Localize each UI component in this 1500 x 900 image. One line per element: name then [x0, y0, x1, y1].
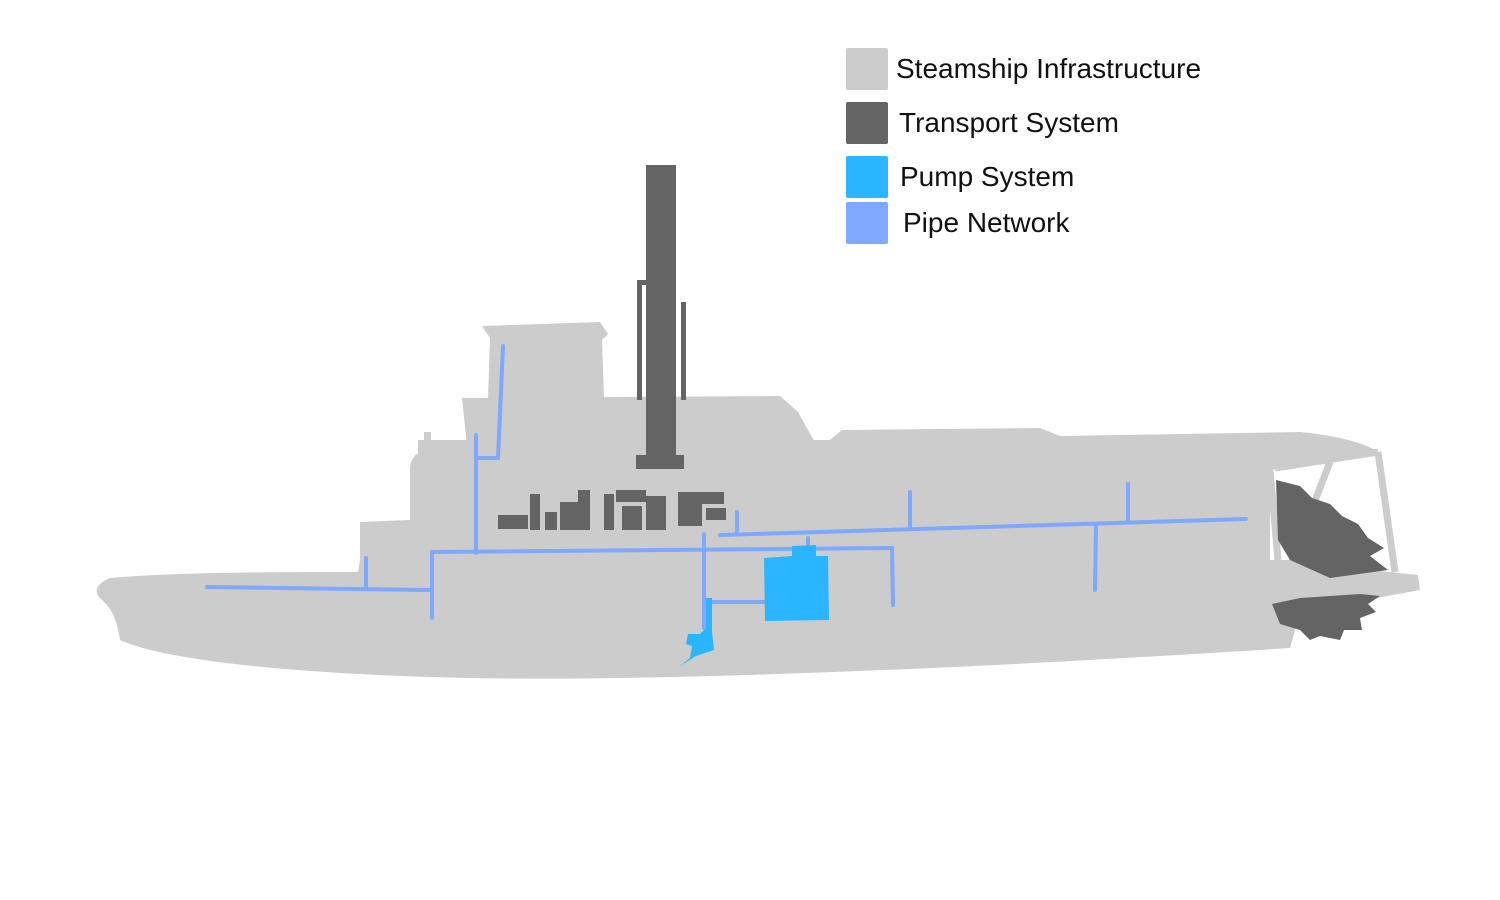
- stack-pipe-left: [637, 280, 642, 400]
- legend-label: Pump System: [900, 161, 1075, 192]
- pilot-house: [482, 322, 608, 398]
- paddle-wheel-upper: [1276, 480, 1388, 578]
- stack-pipe-right: [681, 302, 686, 400]
- paddle-wheel-lower: [1272, 594, 1380, 640]
- steamship-infrastructure: [96, 322, 1420, 679]
- legend-label: Pipe Network: [903, 207, 1070, 238]
- hull: [96, 560, 1420, 679]
- legend-swatch-pipe: [846, 202, 888, 244]
- pump-tank: [764, 545, 829, 621]
- machinery: [498, 490, 726, 530]
- smokestack-base: [636, 455, 684, 469]
- legend-swatch-pump: [846, 156, 888, 198]
- legend-swatch-infrastructure: [846, 48, 888, 90]
- stack-brace: [637, 280, 649, 285]
- legend-swatch-transport: [846, 102, 888, 144]
- legend-label: Transport System: [899, 107, 1119, 138]
- transport-system: [498, 165, 1388, 640]
- smokestack: [646, 165, 676, 465]
- intake-pump: [680, 598, 714, 666]
- bow-post: [424, 432, 431, 462]
- legend-label: Steamship Infrastructure: [896, 53, 1202, 84]
- pump-system: [680, 545, 829, 666]
- pipe-network: [205, 344, 1248, 630]
